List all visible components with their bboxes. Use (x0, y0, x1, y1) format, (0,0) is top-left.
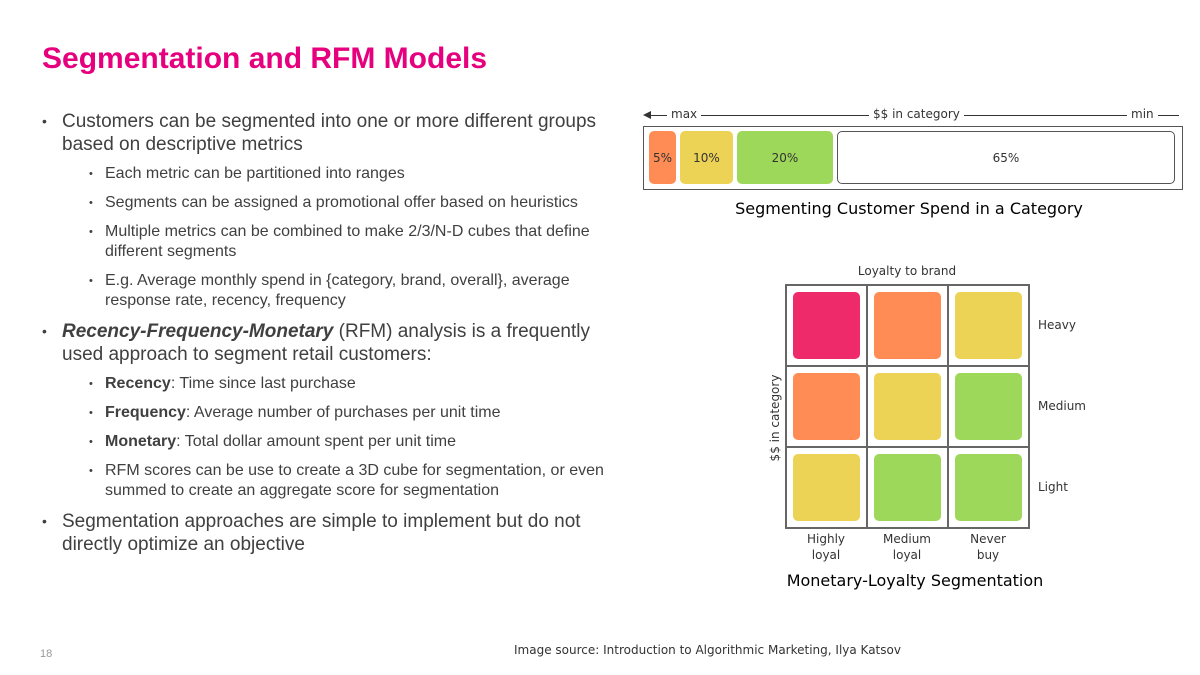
grid-square (955, 292, 1022, 359)
grid-cell (948, 285, 1029, 366)
sub-bullet-item: • Each metric can be partitioned into ra… (89, 164, 622, 184)
axis-max-label: max (667, 107, 702, 121)
bullet-text: Recency: Time since last purchase (105, 374, 622, 394)
grid-cell (867, 447, 948, 528)
segment-label: 65% (992, 150, 1020, 165)
grid-cell (867, 285, 948, 366)
bullet-item: • Recency-Frequency-Monetary (RFM) analy… (42, 320, 622, 366)
image-source: Image source: Introduction to Algorithmi… (514, 643, 901, 657)
bullet-list: • Customers can be segmented into one or… (42, 110, 622, 564)
sub-bullet-item: • Frequency: Average number of purchases… (89, 403, 622, 423)
bullet-rest: : Time since last purchase (170, 375, 356, 392)
bullet-text: Segments can be assigned a promotional o… (105, 194, 578, 211)
slide-title: Segmentation and RFM Models (42, 42, 488, 75)
spend-segment: 5% (649, 131, 676, 184)
bullet-rest: (RFM) analysis is a frequently used appr… (62, 321, 590, 365)
axis-mid-label: $$ in category (869, 107, 964, 121)
spend-figure-caption: Segmenting Customer Spend in a Category (735, 199, 1083, 218)
grid-cell (786, 366, 867, 447)
spend-axis: max $$ in category min (643, 104, 1183, 126)
grid-square (793, 292, 860, 359)
segment-label: 10% (693, 150, 720, 165)
spend-segment: 20% (737, 131, 833, 184)
col-label-line: Highly (806, 532, 845, 546)
col-label-highly-loyal: Highly loyal (786, 531, 866, 563)
loyalty-axis-label: Loyalty to brand (857, 264, 957, 278)
emphasis-term: Recency-Frequency-Monetary (62, 321, 334, 342)
row-label-light: Light (1038, 480, 1068, 494)
bullet-text: E.g. Average monthly spend in {category,… (105, 272, 570, 309)
bullet-text: RFM scores can be use to create a 3D cub… (105, 462, 604, 499)
grid-cell (786, 447, 867, 528)
spend-segment: 65% (837, 131, 1175, 184)
sub-bullet-item: • RFM scores can be use to create a 3D c… (89, 461, 622, 501)
bullet-text: Frequency: Average number of purchases p… (105, 403, 622, 423)
grid-square (874, 292, 941, 359)
bullet-dot-icon: • (89, 197, 93, 209)
bold-term: Frequency (105, 404, 186, 421)
sub-bullet-item: • Monetary: Total dollar amount spent pe… (89, 432, 622, 452)
row-label-heavy: Heavy (1038, 318, 1076, 332)
grid-cell (948, 366, 1029, 447)
grid-square (793, 454, 860, 521)
bullet-rest: : Total dollar amount spent per unit tim… (176, 433, 456, 450)
bullet-dot-icon: • (42, 513, 47, 529)
bullet-item: • Segmentation approaches are simple to … (42, 510, 622, 556)
row-label-medium: Medium (1038, 399, 1086, 413)
segment-label: 5% (652, 150, 673, 165)
bullet-dot-icon: • (89, 407, 93, 419)
spend-axis-label: $$ in category (768, 374, 782, 462)
bullet-text: Customers can be segmented into one or m… (62, 111, 597, 155)
grid-cell (786, 285, 867, 366)
grid-cell (948, 447, 1029, 528)
bullet-text: Recency-Frequency-Monetary (RFM) analysi… (62, 320, 622, 366)
col-label-medium-loyal: Medium loyal (867, 531, 947, 563)
col-label-never-buy: Never buy (948, 531, 1028, 563)
spend-segmentation-figure: max $$ in category min 5% 10% 20% 65% (643, 104, 1183, 190)
bullet-item: • Customers can be segmented into one or… (42, 110, 622, 156)
segment-label: 20% (771, 150, 799, 165)
grid-square (955, 454, 1022, 521)
bullet-dot-icon: • (89, 226, 93, 238)
sub-bullet-item: • Recency: Time since last purchase (89, 374, 622, 394)
sub-bullet-item: • E.g. Average monthly spend in {categor… (89, 271, 622, 311)
bullet-dot-icon: • (42, 113, 47, 129)
bullet-text: Monetary: Total dollar amount spent per … (105, 432, 622, 452)
bullet-text: Each metric can be partitioned into rang… (105, 165, 405, 182)
col-label-line: loyal (892, 548, 922, 562)
grid-square (874, 454, 941, 521)
loyalty-figure-caption: Monetary-Loyalty Segmentation (786, 571, 1044, 590)
spend-segment: 10% (680, 131, 733, 184)
spend-bar: 5% 10% 20% 65% (643, 126, 1183, 190)
col-label-line: Never (970, 532, 1006, 546)
bullet-dot-icon: • (89, 465, 93, 477)
bullet-dot-icon: • (89, 436, 93, 448)
col-label-line: buy (976, 548, 1000, 562)
bullet-dot-icon: • (89, 275, 93, 287)
sub-bullet-item: • Segments can be assigned a promotional… (89, 193, 622, 213)
axis-min-label: min (1127, 107, 1158, 121)
grid-square (955, 373, 1022, 440)
grid-cell (867, 366, 948, 447)
bullet-rest: : Average number of purchases per unit t… (185, 404, 501, 421)
arrow-left-icon (643, 111, 651, 119)
col-label-line: Medium (883, 532, 931, 546)
bullet-dot-icon: • (42, 323, 47, 339)
col-label-line: loyal (811, 548, 841, 562)
grid-square (874, 373, 941, 440)
sub-bullet-item: • Multiple metrics can be combined to ma… (89, 222, 622, 262)
bullet-text: Segmentation approaches are simple to im… (62, 511, 581, 555)
bullet-dot-icon: • (89, 168, 93, 180)
page-number: 18 (40, 648, 53, 660)
bold-term: Recency (105, 375, 171, 392)
bullet-dot-icon: • (89, 378, 93, 390)
loyalty-grid (785, 284, 1030, 529)
bold-term: Monetary (105, 433, 177, 450)
grid-square (793, 373, 860, 440)
bullet-text: Multiple metrics can be combined to make… (105, 223, 590, 260)
